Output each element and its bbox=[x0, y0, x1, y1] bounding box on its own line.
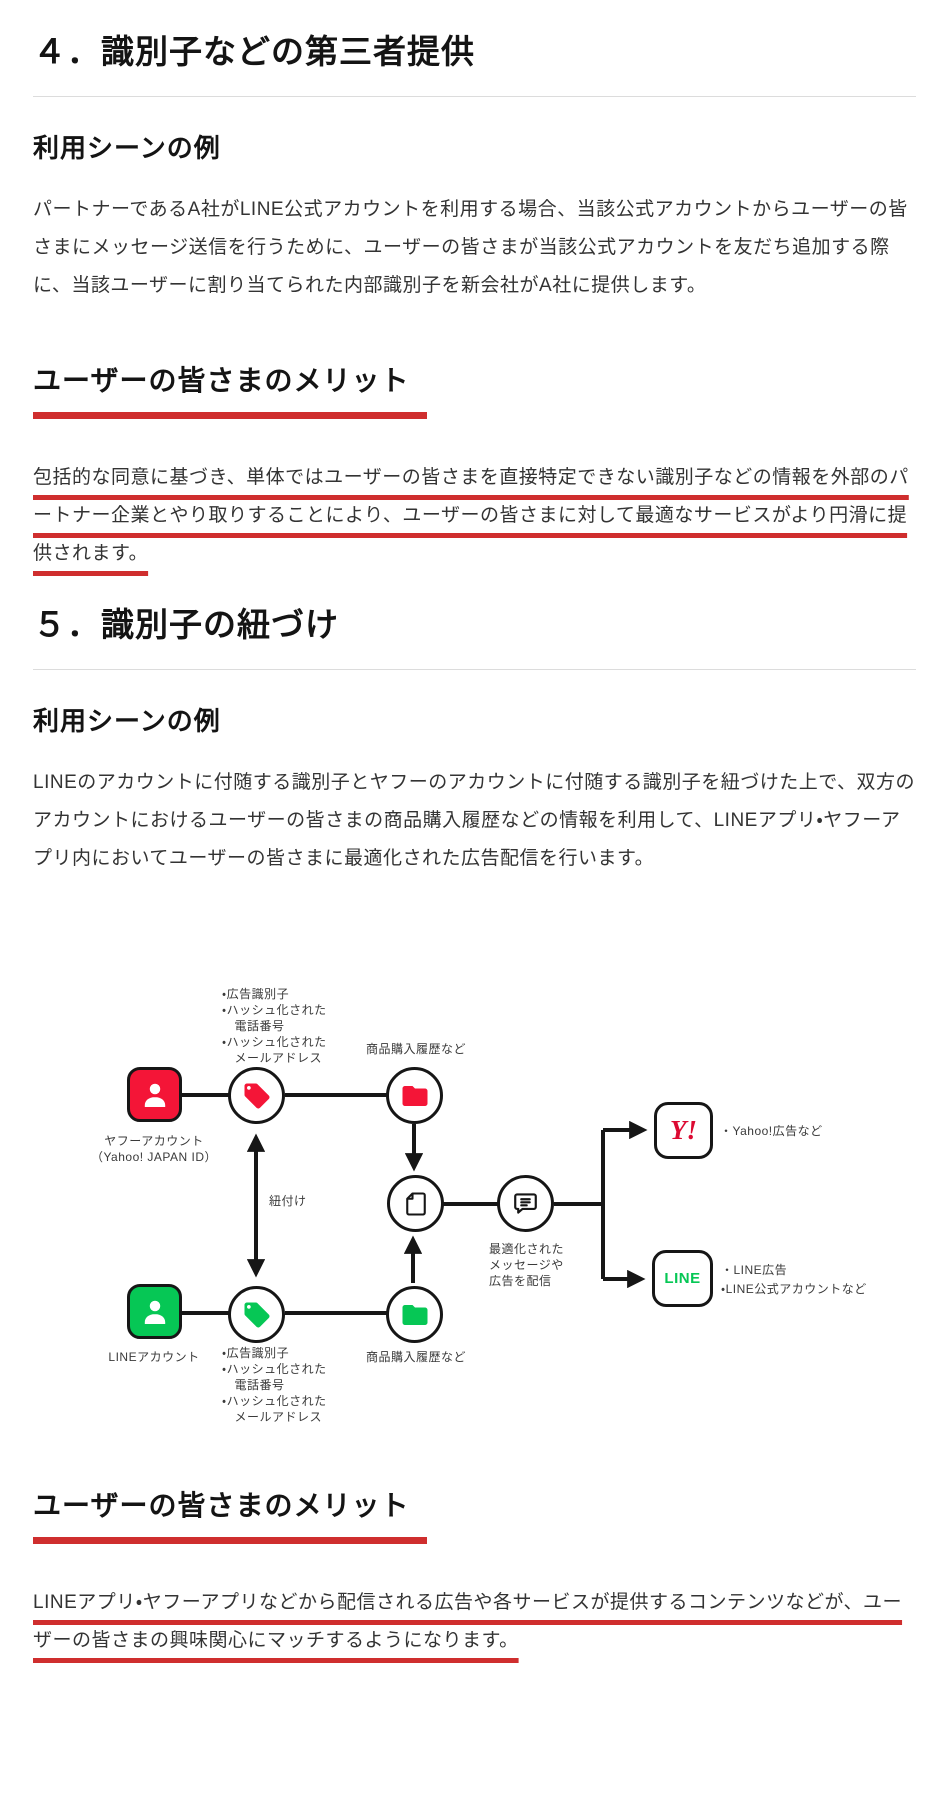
section4-divider bbox=[33, 96, 916, 97]
section4-usage-subheading: 利用シーンの例 bbox=[33, 133, 221, 163]
message-icon bbox=[514, 1193, 537, 1214]
section4-usage-paragraph: パートナーであるA社がLINE公式アカウントを利用する場合、当該公式アカウントか… bbox=[33, 199, 908, 296]
yahoo-output-label: ・Yahoo!広告など bbox=[720, 1124, 823, 1138]
line-purchase-history-label: 商品購入履歴など bbox=[366, 1350, 467, 1364]
section5-usage-paragraph: LINEのアカウントに付随する識別子とヤフーのアカウントに付随する識別子を紐づけ… bbox=[33, 772, 915, 869]
section5-usage-subheading: 利用シーンの例 bbox=[33, 706, 221, 736]
line-output-labels: ・LINE広告 ・LINE公式アカウントなど bbox=[721, 1263, 867, 1296]
yahoo-purchase-history-label: 商品購入履歴など bbox=[366, 1042, 467, 1056]
linked-data-node bbox=[387, 1175, 444, 1232]
line-service-node: LINE bbox=[652, 1250, 713, 1307]
section5-divider bbox=[33, 669, 916, 670]
diagram-connectors bbox=[182, 1093, 648, 1315]
section5-merit-heading-text: ユーザーの皆さまのメリット bbox=[33, 1484, 428, 1544]
folder-icon bbox=[402, 1304, 427, 1325]
tag-icon bbox=[244, 1302, 269, 1327]
section5-heading: ５．識別子の紐づけ bbox=[33, 606, 339, 643]
yahoo-logo: Y! bbox=[670, 1115, 697, 1145]
identifier-linkage-diagram: ・広告識別子 ・ハッシュ化された 電話番号 ・ハッシュ化された メールアドレス … bbox=[0, 978, 949, 1430]
page-content: ４．識別子などの第三者提供 利用シーンの例 パートナーであるA社がLINE公式ア… bbox=[0, 25, 949, 1660]
section5-merit-heading: ユーザーの皆さまのメリット bbox=[33, 1484, 916, 1544]
line-account-label: LINEアカウント bbox=[108, 1350, 200, 1364]
line-identifier-list: ・広告識別子 ・ハッシュ化された 電話番号 ・ハッシュ化された メールアドレス bbox=[222, 1346, 327, 1424]
yahoo-service-node: Y! bbox=[654, 1102, 713, 1159]
person-icon bbox=[144, 1300, 165, 1324]
line-account-node bbox=[127, 1284, 182, 1339]
folder-icon bbox=[402, 1085, 427, 1106]
message-delivery-node bbox=[497, 1175, 554, 1232]
section4-merit-paragraph: 包括的な同意に基づき、単体ではユーザーの皆さまを直接特定できない識別子などの情報… bbox=[33, 467, 909, 564]
section4-heading: ４．識別子などの第三者提供 bbox=[33, 33, 475, 70]
tag-icon bbox=[244, 1083, 269, 1108]
yahoo-identifier-list: ・広告識別子 ・ハッシュ化された 電話番号 ・ハッシュ化された メールアドレス bbox=[222, 987, 327, 1065]
document-icon bbox=[405, 1191, 426, 1216]
yahoo-account-label: ヤフーアカウント （Yahoo! JAPAN ID） bbox=[90, 1134, 218, 1164]
optimized-delivery-label: 最適化された メッセージや 広告を配信 bbox=[489, 1242, 565, 1288]
yahoo-identifier-tag-node bbox=[228, 1067, 285, 1124]
yahoo-purchase-history-node bbox=[386, 1067, 443, 1124]
line-identifier-tag-node bbox=[228, 1286, 285, 1343]
link-label: 紐付け bbox=[269, 1194, 307, 1208]
yahoo-account-node bbox=[127, 1067, 182, 1122]
section5-merit-paragraph: LINEアプリ・ヤフーアプリなどから配信される広告や各サービスが提供するコンテン… bbox=[33, 1592, 903, 1651]
person-icon bbox=[144, 1083, 165, 1107]
line-logo: LINE bbox=[664, 1270, 701, 1287]
section4-merit-heading: ユーザーの皆さまのメリット bbox=[33, 359, 916, 419]
section4-merit-heading-text: ユーザーの皆さまのメリット bbox=[33, 359, 428, 419]
line-purchase-history-node bbox=[386, 1286, 443, 1343]
